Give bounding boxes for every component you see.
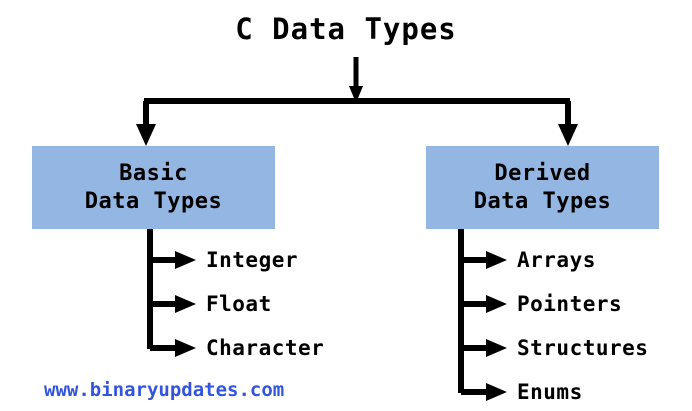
page-title: C Data Types [235,12,457,46]
node-basic-data-types[interactable]: Basic Data Types [32,146,275,229]
leaf-basic-float[interactable]: Float [206,292,272,316]
watermark-url: www.binaryupdates.com [44,379,285,401]
leaf-basic-character[interactable]: Character [206,336,325,360]
node-basic-label: Basic Data Types [84,161,223,214]
node-derived-label: Derived Data Types [473,161,612,214]
leaf-derived-arrays[interactable]: Arrays [517,248,596,272]
leaf-derived-pointers[interactable]: Pointers [517,292,623,316]
node-derived-data-types[interactable]: Derived Data Types [426,146,659,229]
leaf-derived-enums[interactable]: Enums [517,380,583,404]
leaf-derived-structures[interactable]: Structures [517,336,649,360]
leaf-basic-integer[interactable]: Integer [206,248,299,272]
